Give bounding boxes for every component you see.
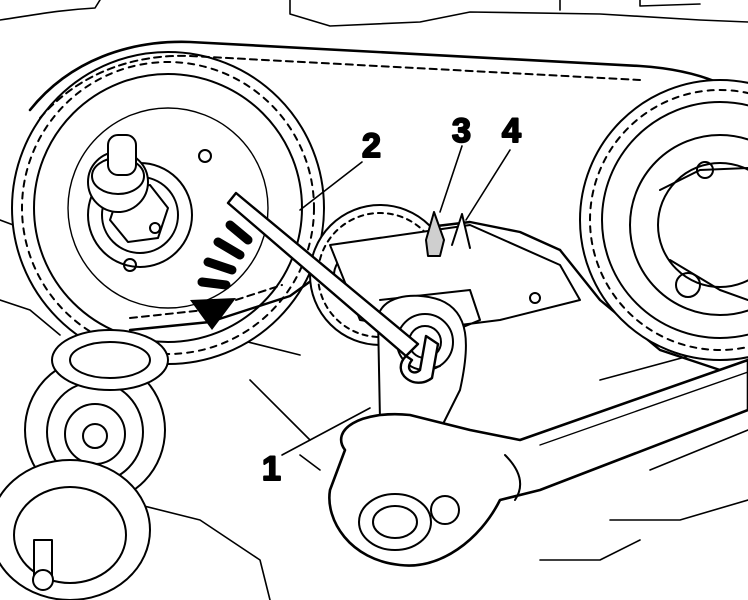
callout-number-3: 3 <box>452 112 471 150</box>
crankshaft-hub <box>87 134 212 272</box>
callout-number-4: 4 <box>502 112 521 150</box>
timing-mark-pointer <box>425 211 445 257</box>
ratchet-wrench <box>328 358 748 567</box>
leader-line-4 <box>465 149 511 221</box>
camshaft-sprocket <box>579 79 748 361</box>
leader-lines <box>281 145 511 456</box>
leader-line-3 <box>439 145 463 213</box>
rotation-arrow-icon <box>190 220 253 330</box>
auxiliary-pulleys <box>0 329 169 600</box>
leader-line-1 <box>281 407 371 456</box>
callout-number-2: 2 <box>362 127 381 165</box>
timing-mark-notch <box>451 213 471 249</box>
callout-number-1: 1 <box>262 450 281 488</box>
hex-key <box>226 191 440 384</box>
leader-line-2 <box>299 161 363 211</box>
